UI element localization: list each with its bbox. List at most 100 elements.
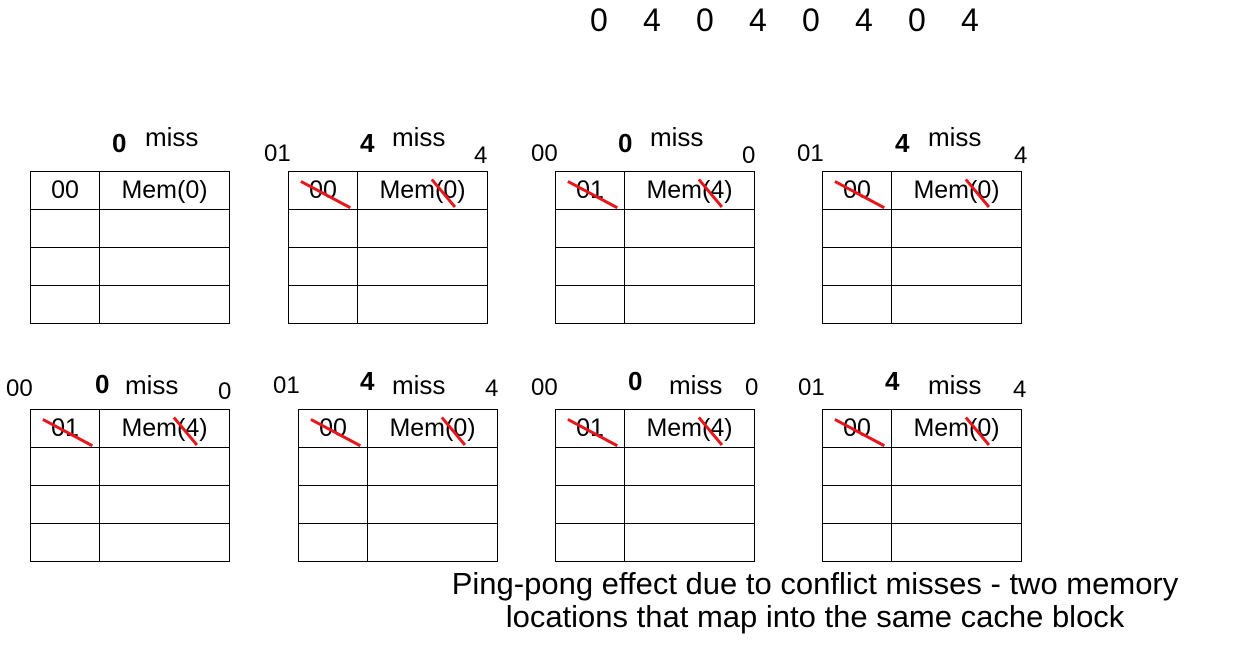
cache-data-cell bbox=[99, 447, 230, 486]
sequence-item: 4 bbox=[961, 2, 979, 38]
cache-row bbox=[822, 523, 1022, 562]
cache-tag-cell bbox=[822, 447, 892, 486]
cache-tag-cell bbox=[555, 447, 625, 486]
cache-data-cell bbox=[357, 209, 488, 248]
cache-row bbox=[30, 209, 230, 248]
cache-row bbox=[30, 247, 230, 286]
cache-table: 00 Mem(0) bbox=[822, 171, 1022, 324]
cache-data-cell bbox=[891, 247, 1022, 286]
cache-row bbox=[822, 247, 1022, 286]
cache-row bbox=[555, 247, 755, 286]
cache-data-cell: Mem(0) bbox=[891, 409, 1022, 448]
cache-tag-cell bbox=[555, 523, 625, 562]
sequence-item: 4 bbox=[855, 2, 873, 38]
cache-row bbox=[555, 209, 755, 248]
cache-data-cell bbox=[624, 285, 755, 324]
cache-tag-cell bbox=[30, 285, 100, 324]
cache-tag-cell bbox=[822, 485, 892, 524]
cache-tag-cell bbox=[30, 523, 100, 562]
cache-row bbox=[555, 447, 755, 486]
sequence-item: 0 bbox=[590, 2, 608, 38]
cache-tag-cell bbox=[288, 247, 358, 286]
cache-data-cell bbox=[891, 209, 1022, 248]
cache-tag: 00 bbox=[51, 176, 79, 204]
cache-tag-cell bbox=[822, 523, 892, 562]
access-address: 0 bbox=[95, 369, 110, 399]
access-sequence: 0 4 0 4 0 4 0 4 bbox=[590, 2, 1014, 39]
cache-data-cell: Mem(0) bbox=[891, 171, 1022, 210]
previous-tag: 01 bbox=[797, 140, 824, 167]
cache-data: Mem(4) bbox=[121, 414, 208, 442]
previous-tag: 00 bbox=[6, 375, 33, 402]
cache-data-cell bbox=[367, 523, 498, 562]
cache-tag-cell bbox=[555, 209, 625, 248]
cache-tag-cell: 00 bbox=[30, 171, 100, 210]
cache-row bbox=[822, 209, 1022, 248]
cache-tag-cell: 00 bbox=[822, 171, 892, 210]
access-address: 4 bbox=[885, 366, 900, 396]
cache-tag-cell bbox=[30, 209, 100, 248]
cache-data-cell: Mem(4) bbox=[99, 409, 230, 448]
cache-data-cell bbox=[99, 209, 230, 248]
cache-row bbox=[822, 285, 1022, 324]
cache-tag-cell bbox=[30, 247, 100, 286]
caption-line-2: locations that map into the same cache b… bbox=[505, 599, 1125, 634]
previous-tag: 00 bbox=[531, 140, 558, 167]
previous-memory-address: 4 bbox=[485, 375, 499, 402]
cache-data-cell: Mem(0) bbox=[367, 409, 498, 448]
cache-data-cell bbox=[624, 523, 755, 562]
cache-row bbox=[288, 285, 488, 324]
sequence-item: 0 bbox=[802, 2, 820, 38]
access-result: miss bbox=[928, 370, 982, 400]
cache-data-cell bbox=[357, 285, 488, 324]
previous-tag: 01 bbox=[264, 140, 291, 167]
cache-tag-cell bbox=[288, 285, 358, 324]
cache-tag-cell bbox=[822, 209, 892, 248]
previous-memory-address: 0 bbox=[742, 142, 756, 169]
cache-data-cell: Mem(0) bbox=[99, 171, 230, 210]
access-address: 4 bbox=[360, 366, 375, 396]
cache-row: 01 Mem(4) bbox=[555, 171, 755, 210]
cache-tag-cell: 01 bbox=[555, 171, 625, 210]
cache-data: Mem(0) bbox=[379, 176, 466, 204]
cache-tag-cell bbox=[30, 447, 100, 486]
cache-tag-cell bbox=[288, 209, 358, 248]
cache-row bbox=[298, 485, 498, 524]
access-result: miss bbox=[145, 122, 199, 152]
access-result: miss bbox=[392, 370, 446, 400]
cache-data-cell bbox=[367, 447, 498, 486]
cache-row bbox=[555, 523, 755, 562]
previous-memory-address: 4 bbox=[474, 142, 488, 169]
cache-data-cell bbox=[99, 523, 230, 562]
cache-tag-cell bbox=[822, 285, 892, 324]
caption: Ping-pong effect due to conflict misses … bbox=[390, 567, 1237, 633]
cache-row bbox=[822, 447, 1022, 486]
cache-data: Mem(0) bbox=[913, 176, 1000, 204]
access-address: 0 bbox=[628, 366, 643, 396]
access-result: miss bbox=[928, 122, 982, 152]
cache-data-cell bbox=[624, 209, 755, 248]
cache-data-cell bbox=[891, 285, 1022, 324]
previous-memory-address: 4 bbox=[1013, 376, 1027, 403]
previous-tag: 01 bbox=[273, 372, 300, 399]
cache-data-cell: Mem(4) bbox=[624, 409, 755, 448]
cache-data: Mem(4) bbox=[646, 176, 733, 204]
previous-memory-address: 0 bbox=[745, 374, 759, 401]
previous-memory-address: 0 bbox=[218, 378, 232, 405]
cache-data-cell: Mem(0) bbox=[357, 171, 488, 210]
cache-data-cell bbox=[891, 523, 1022, 562]
cache-tag-cell bbox=[298, 523, 368, 562]
cache-data-cell bbox=[357, 247, 488, 286]
cache-data: Mem(0) bbox=[121, 176, 208, 204]
cache-row: 00 Mem(0) bbox=[30, 171, 230, 210]
cache-row bbox=[30, 485, 230, 524]
cache-row bbox=[288, 209, 488, 248]
